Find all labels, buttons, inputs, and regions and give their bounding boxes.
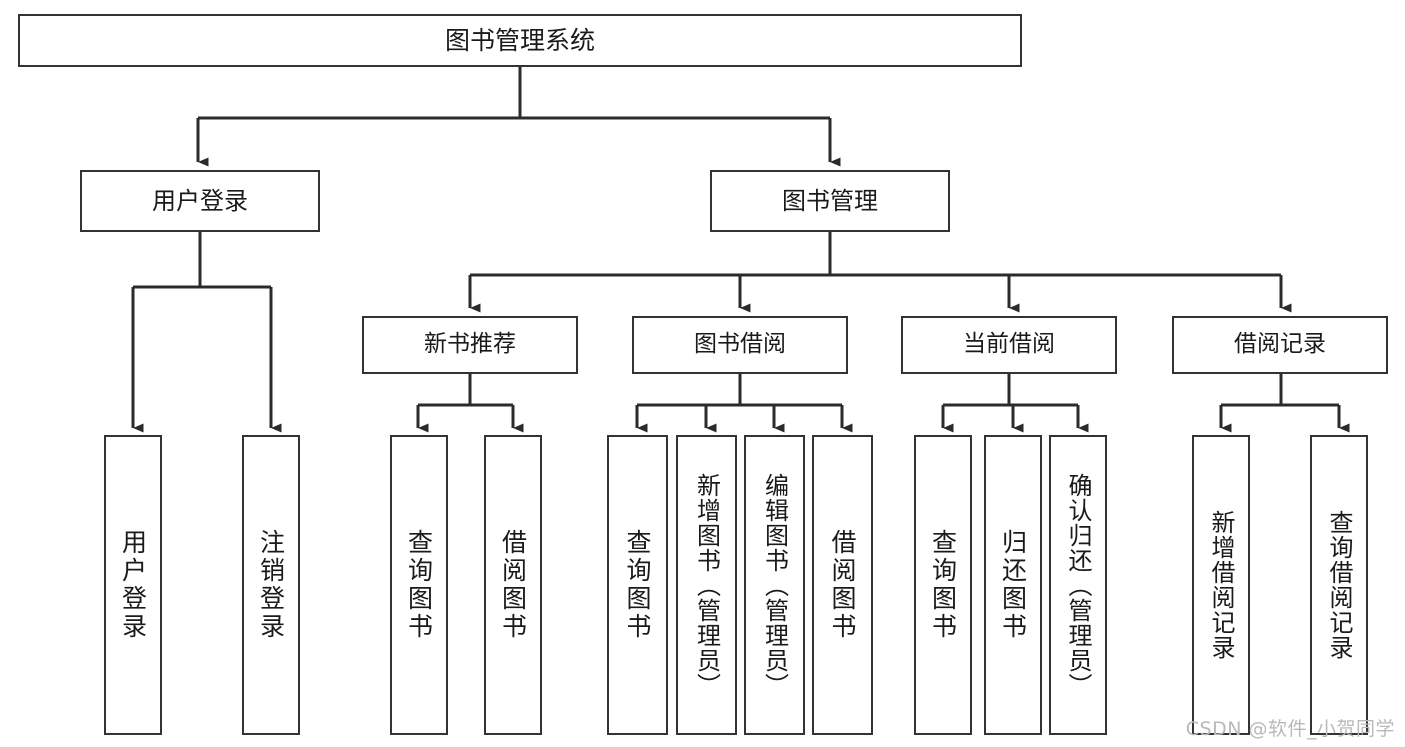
node-current-borrow-label: 当前借阅: [963, 331, 1055, 358]
node-current-borrow[interactable]: 当前借阅: [901, 316, 1117, 374]
leaf-book-borrow-query-label: 查询图书: [623, 529, 652, 641]
leaf-book-borrow-query[interactable]: 查询图书: [607, 435, 668, 735]
leaf-book-borrow-edit[interactable]: 编辑图书（管理员）: [744, 435, 805, 735]
leaf-book-borrow-edit-label: 编辑图书（管理员）: [760, 472, 789, 698]
leaf-borrow-record-query[interactable]: 查询借阅记录: [1310, 435, 1368, 735]
leaf-current-borrow-return-label: 归还图书: [998, 529, 1028, 641]
leaf-book-borrow-add-label: 新增图书（管理员）: [692, 472, 721, 698]
leaf-new-book-query[interactable]: 查询图书: [390, 435, 448, 735]
leaf-borrow-record-add-label: 新增借阅记录: [1207, 510, 1235, 660]
node-user-login[interactable]: 用户登录: [80, 170, 320, 232]
node-borrow-record-label: 借阅记录: [1234, 331, 1326, 358]
leaf-book-borrow-borrow-label: 借阅图书: [828, 529, 857, 641]
leaf-borrow-record-query-label: 查询借阅记录: [1325, 510, 1353, 660]
leaf-new-book-borrow[interactable]: 借阅图书: [484, 435, 542, 735]
leaf-current-borrow-confirm-label: 确认归还（管理员）: [1064, 472, 1092, 698]
leaf-new-book-query-label: 查询图书: [404, 529, 434, 641]
leaf-current-borrow-return[interactable]: 归还图书: [984, 435, 1042, 735]
leaf-user-login-logout-label: 注销登录: [256, 529, 286, 641]
leaf-user-login-login[interactable]: 用户登录: [104, 435, 162, 735]
node-borrow-record[interactable]: 借阅记录: [1172, 316, 1388, 374]
node-root-system-label: 图书管理系统: [444, 25, 595, 55]
node-user-login-label: 用户登录: [152, 186, 248, 215]
leaf-current-borrow-query[interactable]: 查询图书: [914, 435, 972, 735]
leaf-book-borrow-borrow[interactable]: 借阅图书: [812, 435, 873, 735]
leaf-user-login-login-label: 用户登录: [118, 529, 148, 641]
leaf-new-book-borrow-label: 借阅图书: [498, 529, 528, 641]
leaf-borrow-record-add[interactable]: 新增借阅记录: [1192, 435, 1250, 735]
leaf-user-login-logout[interactable]: 注销登录: [242, 435, 300, 735]
node-book-borrow[interactable]: 图书借阅: [632, 316, 848, 374]
leaf-book-borrow-add[interactable]: 新增图书（管理员）: [676, 435, 737, 735]
node-book-borrow-label: 图书借阅: [694, 331, 786, 358]
node-new-book-recommend[interactable]: 新书推荐: [362, 316, 578, 374]
leaf-current-borrow-confirm[interactable]: 确认归还（管理员）: [1049, 435, 1107, 735]
node-root-system[interactable]: 图书管理系统: [18, 14, 1022, 67]
node-book-management-label: 图书管理: [782, 186, 878, 215]
leaf-current-borrow-query-label: 查询图书: [928, 529, 958, 641]
node-book-management[interactable]: 图书管理: [710, 170, 950, 232]
node-new-book-recommend-label: 新书推荐: [424, 331, 516, 358]
